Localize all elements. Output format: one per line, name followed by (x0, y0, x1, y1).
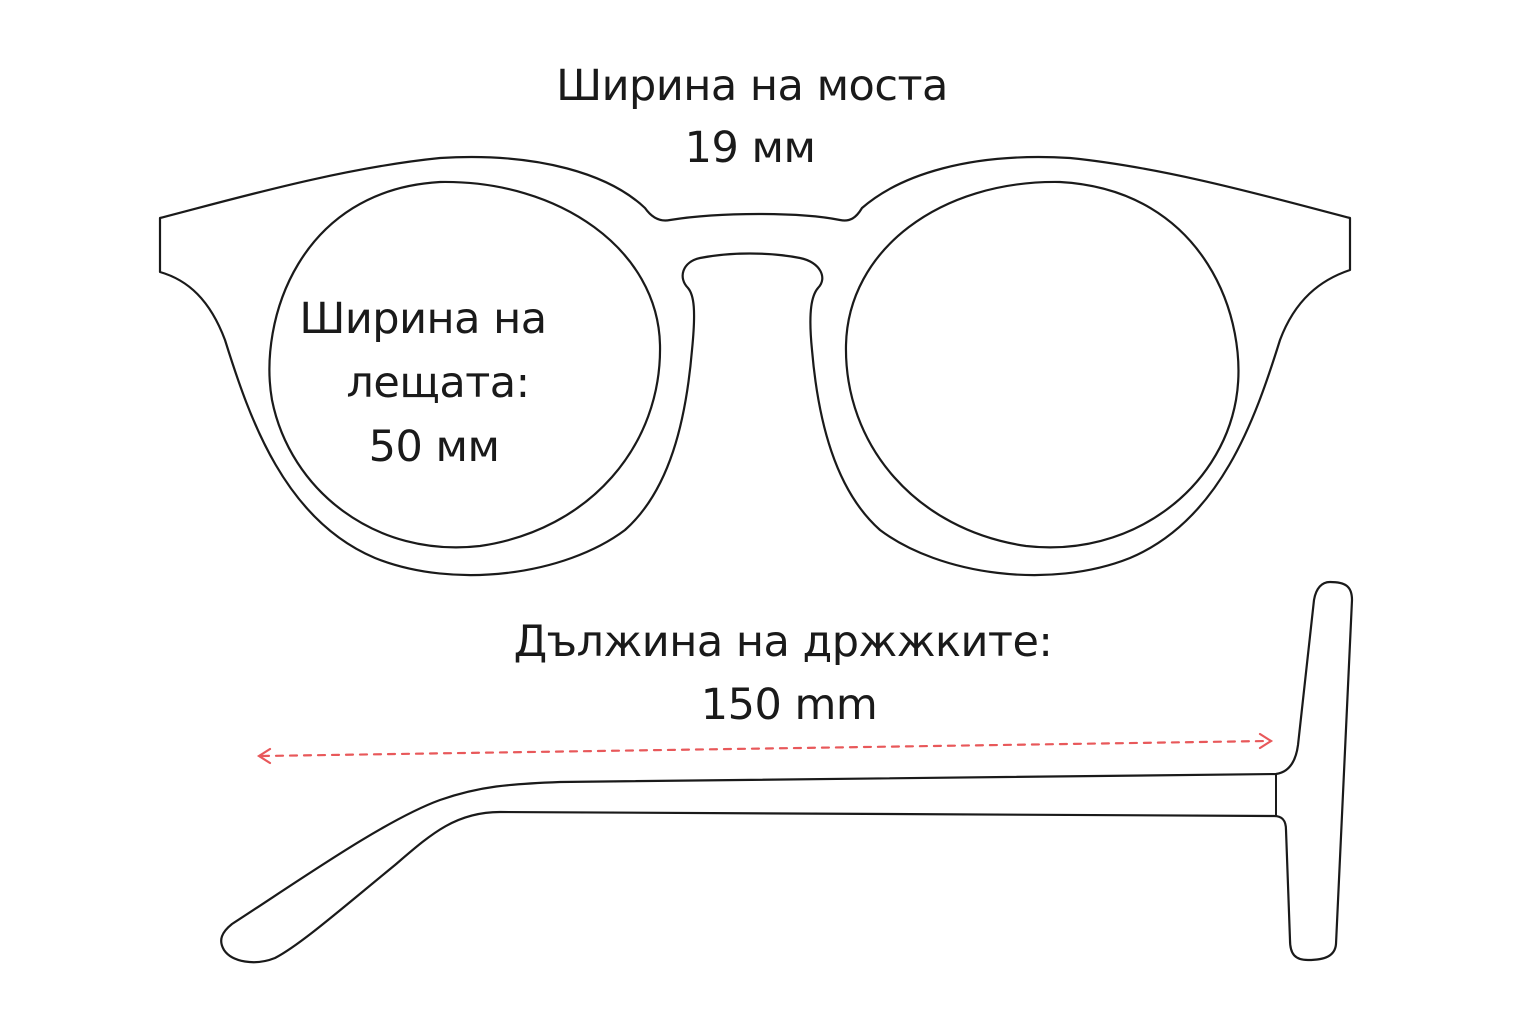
temple-length-value: 150 mm (700, 680, 878, 730)
lens-width-label-line1: Ширина на (299, 294, 547, 344)
temple-arm-outline (220, 580, 1354, 964)
temple-length-arrow (256, 732, 1274, 765)
arrow-head-left (256, 747, 272, 765)
arrow-head-right (1258, 732, 1274, 750)
temple-length-label: Дължина на држжките: (513, 617, 1053, 667)
lens-width-value: 50 мм (368, 422, 500, 472)
frame-front-outline (158, 156, 1352, 577)
left-lens (268, 180, 662, 549)
lens-width-label-line2: лещата: (346, 358, 530, 408)
right-lens (844, 180, 1240, 549)
bridge-width-value: 19 мм (684, 123, 816, 173)
bridge-width-label: Ширина на моста (556, 61, 948, 111)
